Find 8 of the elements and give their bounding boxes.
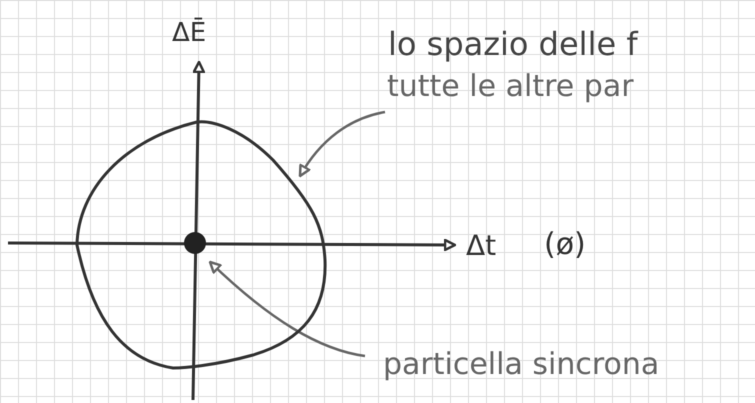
heading-text: lo spazio delle f — [388, 28, 638, 60]
annotation-text: particella sincrona — [383, 350, 660, 380]
axis-label: ΔĒ — [172, 20, 206, 46]
leader-arrow — [298, 110, 386, 178]
leader-arrow — [208, 260, 366, 358]
annotation-text: tutte le altre par — [387, 72, 634, 102]
axis-label: Δt — [466, 232, 496, 260]
axis-unit-label: (ø) — [544, 230, 586, 260]
